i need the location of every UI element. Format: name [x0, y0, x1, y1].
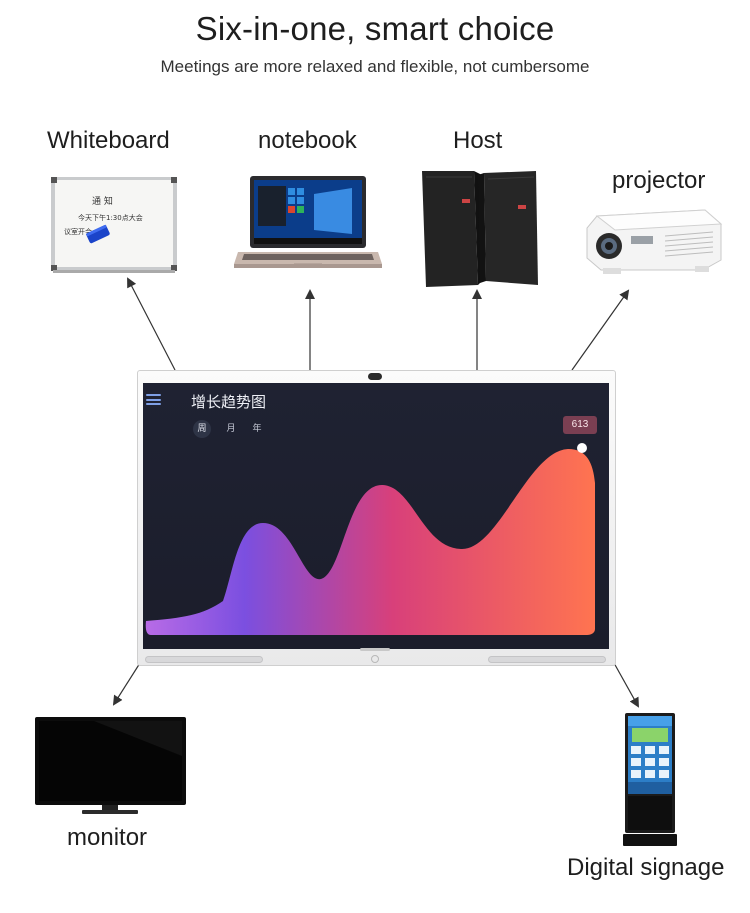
tab-week[interactable]: 周 [193, 420, 211, 438]
whiteboard-text-1: 通 知 [92, 195, 113, 207]
trend-area [145, 449, 595, 635]
notebook-image [234, 174, 382, 280]
growth-trend-chart [145, 443, 595, 635]
home-button-icon[interactable] [371, 655, 379, 663]
trend-peak-dot [577, 443, 587, 453]
chart-title: 增长趋势图 [191, 393, 267, 411]
projector-image [585, 208, 723, 276]
panel-brand-logo [360, 648, 390, 651]
camera-icon [368, 373, 382, 380]
whiteboard-text-3: 议室开会 [64, 227, 92, 236]
whiteboard-text-2: 今天下午1:30点大会 [78, 213, 143, 222]
speaker-grille-left [145, 656, 263, 663]
host-label: Host [453, 127, 503, 154]
whiteboard-image: 通 知 今天下午1:30点大会 议室开会 [50, 176, 178, 274]
monitor-label: monitor [67, 824, 148, 851]
tab-month[interactable]: 月 [226, 424, 236, 434]
host-speakers-image [420, 167, 540, 289]
tab-year[interactable]: 年 [252, 424, 262, 434]
page-subtitle: Meetings are more relaxed and flexible, … [160, 57, 590, 76]
page-title: Six-in-one, smart choice [195, 10, 555, 47]
menu-icon[interactable] [146, 394, 161, 405]
whiteboard-label: Whiteboard [47, 127, 170, 154]
monitor-image [34, 716, 187, 816]
projector-label: projector [612, 167, 706, 194]
digital-signage-image [623, 712, 677, 848]
digital-signage-label: Digital signage [567, 854, 725, 881]
value-badge: 613 [563, 416, 597, 434]
speaker-grille-right [488, 656, 606, 663]
notebook-label: notebook [258, 127, 357, 154]
